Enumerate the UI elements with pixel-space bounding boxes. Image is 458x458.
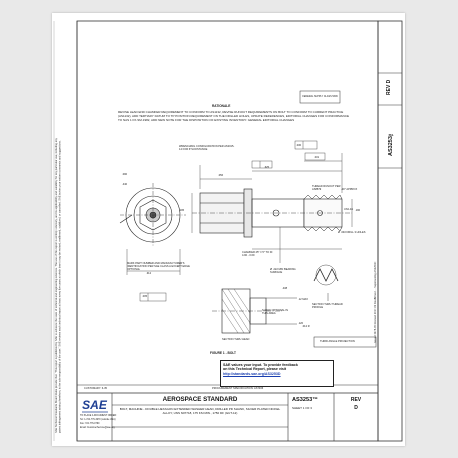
- standard-title: AEROSPACE STANDARD: [162, 396, 238, 403]
- procurement: PROCUREMENT SPECIFICATION: AS7466: [212, 387, 264, 390]
- label-chamfer: CHAMFER 45° ± 5° TO DI 4.90 - 0.69: [242, 251, 273, 258]
- sheet-number: SHEET 1 OF 3: [292, 406, 312, 410]
- dim-1: .625: [264, 166, 270, 169]
- dimension-lines: [191, 140, 353, 263]
- customary: CUSTOMARY: 6-35: [84, 387, 107, 390]
- title-rev-label: REV: [350, 397, 362, 403]
- label-section-head: SECTION THRU HEAD: [222, 338, 250, 341]
- label-shank: SHANK OPTIONAL IN THIS AREA: [262, 309, 288, 316]
- label-drill: Ø .040 DRILL 3 HOLES: [338, 231, 366, 234]
- standard-description: BOLT, MACHINE - DOUBLE HEXAGON EXTENDED …: [119, 407, 281, 416]
- rationale-text: REVISE LEAD END CHAMFER REQUIREMENT TO C…: [118, 110, 349, 122]
- section-thru-head: [212, 288, 297, 334]
- third-angle-projection: THIRD ANGLE PROJECTION: [320, 340, 355, 343]
- title-rev-letter: D: [354, 405, 358, 411]
- label-thread-runout: THREAD RUNOUT PER AS8879: [312, 185, 341, 192]
- document-sheet: SAE Technical Standards Board Rules prov…: [52, 13, 405, 446]
- dim-3: .195: [179, 209, 185, 212]
- label-wrench-config: WRENCHING CONFIGURATION PER AS3015-14 FO…: [179, 145, 235, 152]
- feedback-line2: on this Technical Report, please visit: [223, 367, 287, 372]
- title-doc-number: AS3253™: [292, 397, 318, 403]
- bolt-side-view: [192, 188, 352, 238]
- head-end-view: [119, 183, 186, 247]
- publisher-line-3: Fax: 724-776-0790: [80, 423, 100, 425]
- feedback-link[interactable]: http://standards.sae.org/AS3253D: [223, 372, 281, 377]
- svg-text:SAE: SAE: [82, 398, 108, 412]
- rationale-heading: RATIONALE: [212, 104, 231, 108]
- label-approx: -30° APPROX: [341, 188, 358, 191]
- dim-13: .005: [142, 295, 148, 298]
- figure-caption: FIGURE 1 - BOLT: [210, 351, 236, 355]
- publisher-line-2: Tel: 1-724-776-4970 (outside USA): [80, 419, 116, 421]
- feedback-line1: SAE values your input. To provide feedba…: [223, 362, 298, 367]
- dim-2: .190: [355, 209, 361, 212]
- label-thread-profile: SECTION THRU THREAD PROFILE: [312, 303, 343, 310]
- label-thread-call: UNJ-3A: [344, 208, 354, 211]
- thread-profile: [313, 264, 339, 301]
- label-mark-part: MARK PART NUMBER AND MANUFACTURER'S IDEN…: [127, 262, 190, 272]
- sae-logo: SAE: [82, 397, 108, 413]
- drawing-frame: SAE: [53, 20, 403, 442]
- dim-4: .031: [314, 156, 320, 159]
- dim-5: .056: [218, 174, 224, 177]
- label-bearing: Ø .222 MIN BEARING SURFACE: [270, 268, 296, 275]
- dim-6: .312: [146, 272, 152, 275]
- feedback-box: SAE values your input. To provide feedba…: [220, 360, 334, 387]
- dim-7: .090: [122, 173, 128, 176]
- publisher-email: Email: CustomerService@sae.org: [80, 427, 115, 429]
- label-radius: .012 R: [302, 325, 310, 328]
- dim-8: .440: [122, 183, 128, 186]
- dim-9: .030: [296, 144, 302, 147]
- federal-supply: FEDERAL SUPPLY CLASS 5306: [302, 95, 338, 98]
- publisher-line-1: TO PLACE A DOCUMENT ORDER:: [80, 415, 117, 417]
- dim-12: .120: [298, 322, 304, 325]
- dim-10: .12 MAX: [298, 298, 308, 301]
- dim-11: .438: [282, 287, 288, 290]
